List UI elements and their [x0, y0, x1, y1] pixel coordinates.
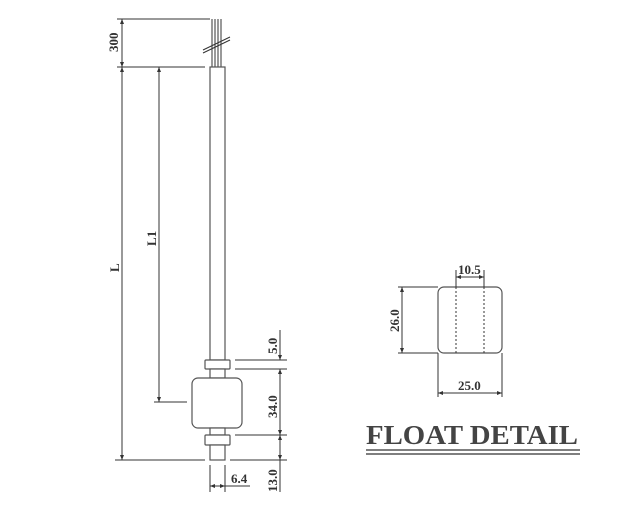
dim-L1: L1: [144, 231, 159, 246]
left-dimensions: 300 L L1: [106, 18, 210, 461]
dim-25-0: 25.0: [458, 378, 481, 393]
dim-300: 300: [106, 33, 121, 53]
dim-L: L: [107, 263, 122, 272]
dim-13-0: 13.0: [265, 469, 280, 492]
dim-26-0: 26.0: [387, 309, 402, 332]
dim-34-0: 34.0: [265, 395, 280, 418]
switch-body: [191, 19, 243, 461]
right-dimensions: 5.0 34.0 13.0 6.4: [209, 330, 287, 492]
float-detail-title: FLOAT DETAIL: [366, 420, 578, 450]
dim-5-0: 5.0: [265, 338, 280, 354]
dim-6-4: 6.4: [231, 471, 248, 486]
dim-10-5: 10.5: [458, 262, 481, 277]
float-detail: 10.5 26.0 25.0 FLOAT DETAIL: [366, 262, 580, 455]
